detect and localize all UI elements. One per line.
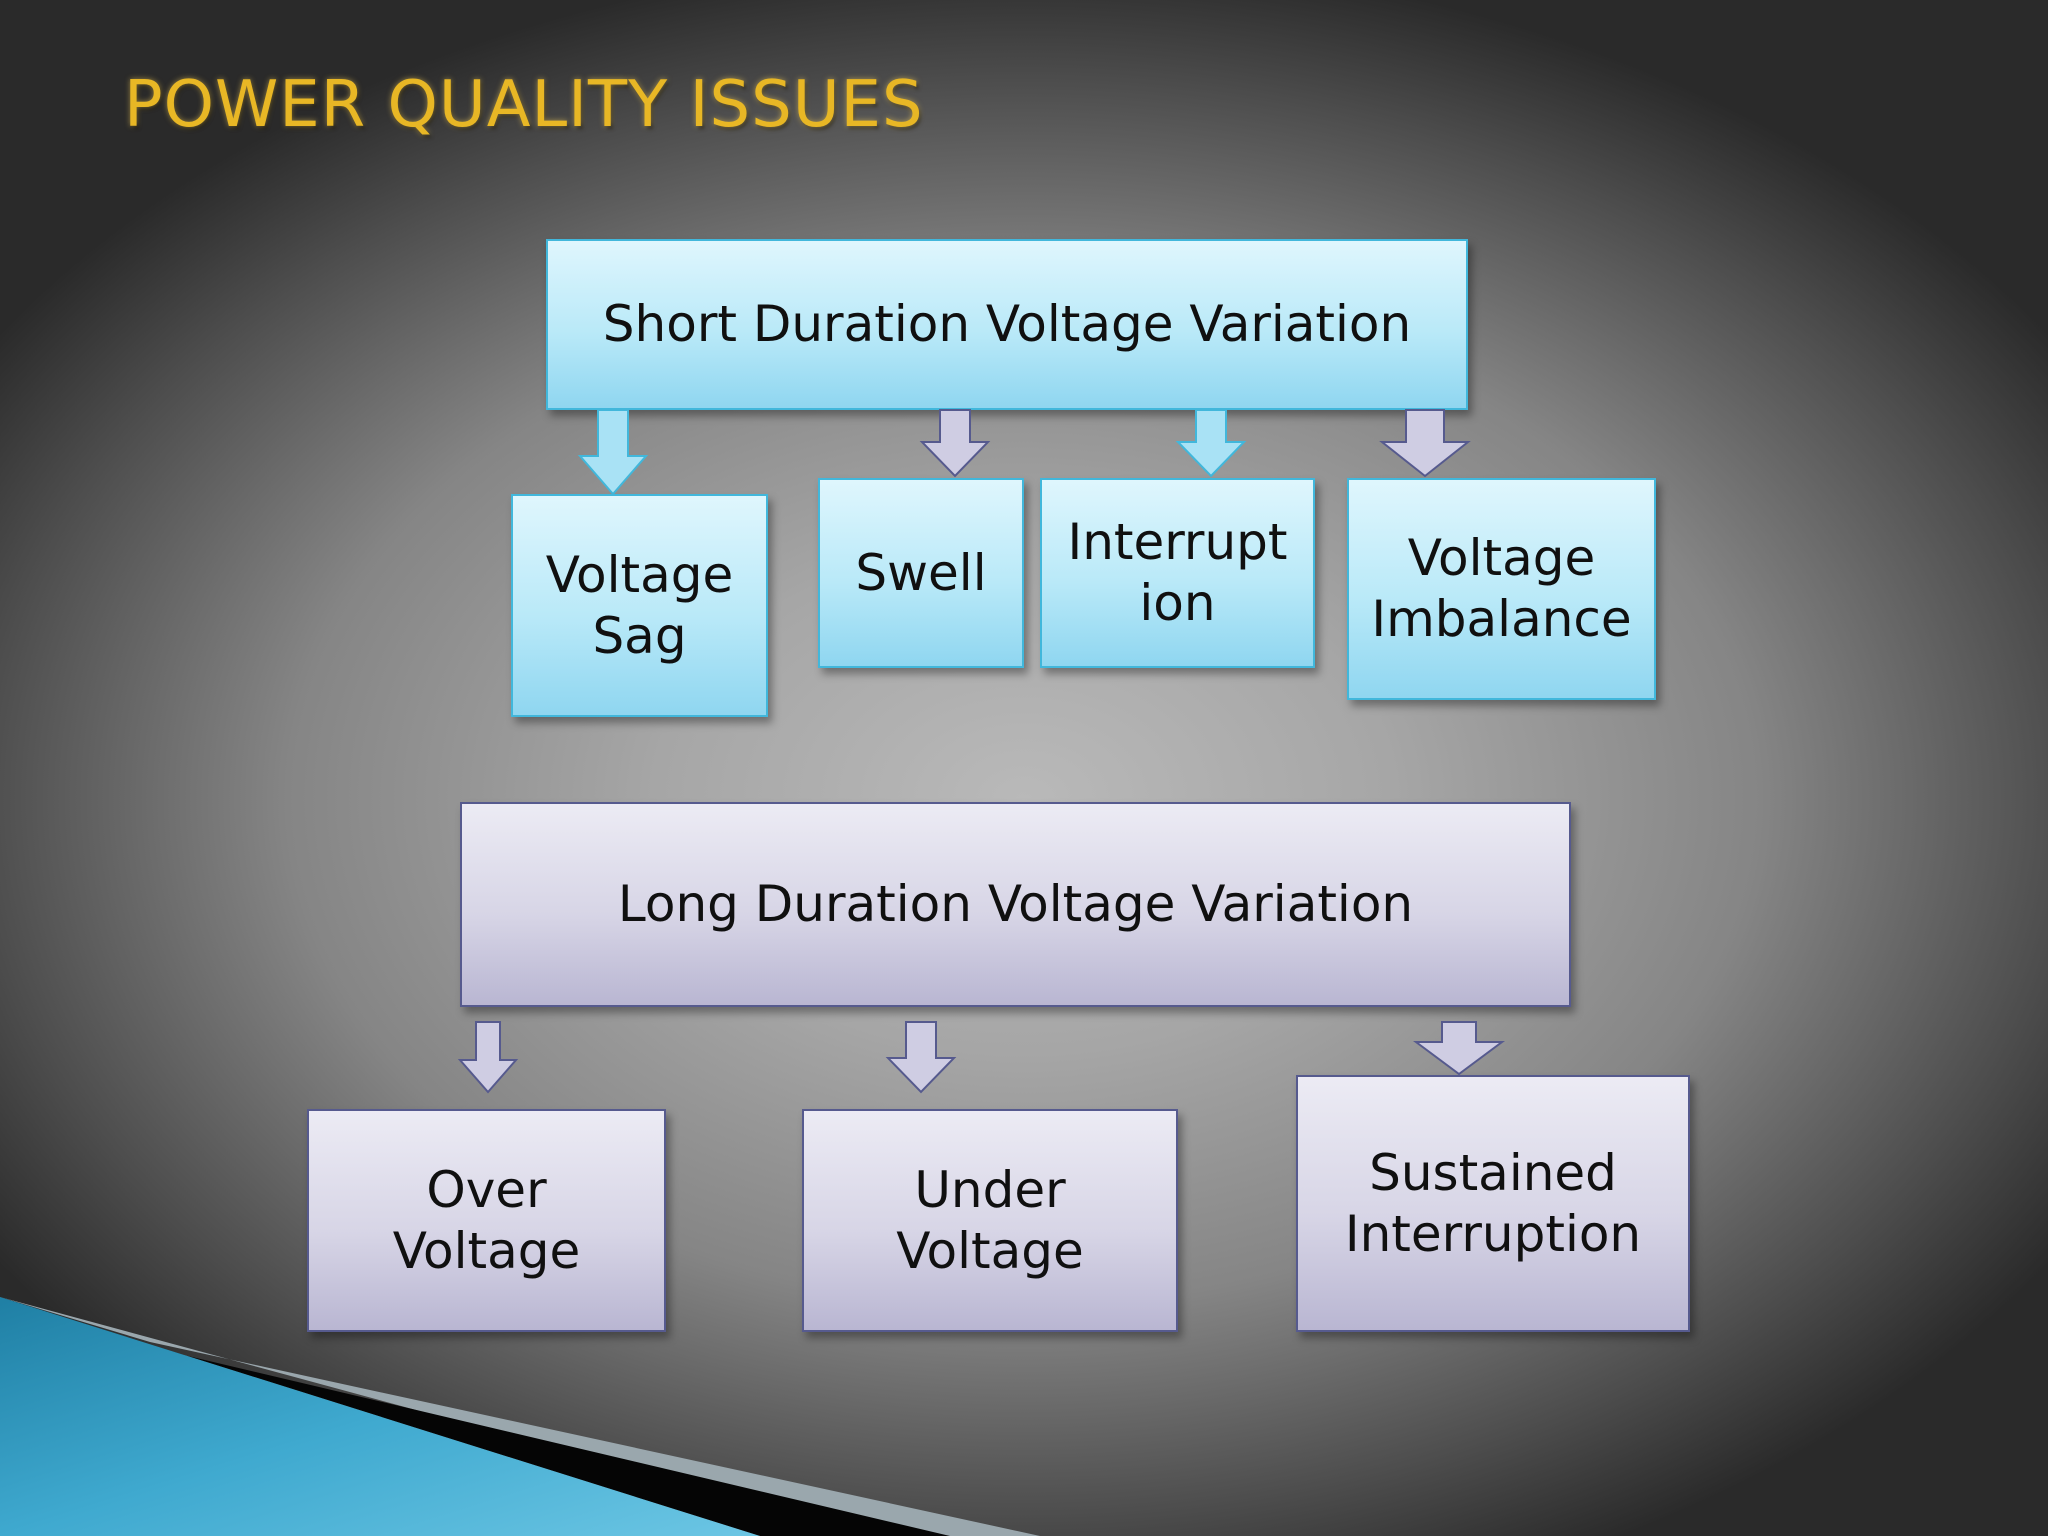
long-duration-label: Long Duration Voltage Variation <box>617 875 1414 933</box>
over-voltage-label: Over Voltage <box>392 1160 581 1280</box>
long-duration-box: Long Duration Voltage Variation <box>460 802 1571 1007</box>
under-voltage-box: Under Voltage <box>802 1109 1178 1332</box>
under-voltage-label: Under Voltage <box>896 1160 1084 1280</box>
arrow-down-icon <box>1379 409 1471 478</box>
voltage-sag-label: Voltage Sag <box>545 545 734 665</box>
arrow-down-icon <box>919 409 991 478</box>
arrow-down-icon <box>1412 1021 1506 1076</box>
swell-box: Swell <box>818 478 1024 668</box>
swell-label: Swell <box>855 543 987 602</box>
arrow-down-icon <box>577 409 649 496</box>
interruption-box: Interrupt ion <box>1040 478 1315 668</box>
arrow-down-icon <box>885 1021 957 1094</box>
short-duration-box: Short Duration Voltage Variation <box>546 239 1468 410</box>
arrow-down-icon <box>1175 409 1247 478</box>
over-voltage-box: Over Voltage <box>307 1109 666 1332</box>
interruption-label: Interrupt ion <box>1067 513 1288 632</box>
voltage-imbalance-label: Voltage Imbalance <box>1371 529 1632 648</box>
slide-title: POWER QUALITY ISSUES <box>124 68 924 142</box>
sustained-interruption-label: Sustained Interruption <box>1344 1143 1642 1263</box>
sustained-interruption-box: Sustained Interruption <box>1296 1075 1690 1332</box>
arrow-down-icon <box>457 1021 519 1094</box>
voltage-sag-box: Voltage Sag <box>511 494 768 717</box>
voltage-imbalance-box: Voltage Imbalance <box>1347 478 1656 700</box>
short-duration-label: Short Duration Voltage Variation <box>602 295 1412 353</box>
